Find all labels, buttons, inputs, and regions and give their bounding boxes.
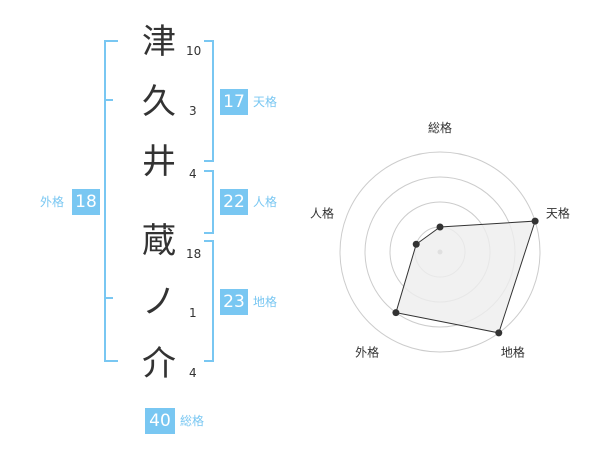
radar-point-3 [495, 329, 503, 337]
radar-point-4 [392, 309, 400, 317]
radar-axis-label-2: 天格 [546, 206, 570, 221]
name-char-3: 井 [142, 142, 176, 182]
stroke-count-6: 4 [189, 366, 197, 380]
stroke-count-5: 1 [189, 306, 197, 320]
tenkaku-bracket [204, 40, 214, 162]
radar-axis-label-4: 外格 [355, 344, 379, 359]
chikaku-bracket [204, 240, 214, 362]
tenkaku-value: 17 [220, 89, 248, 115]
jinkaku-label: 人格 [253, 195, 278, 209]
stroke-count-4: 18 [186, 247, 202, 261]
stroke-count-3: 4 [189, 167, 197, 181]
radar-axis-label-3: 地格 [501, 344, 525, 359]
jinkaku-bracket [204, 170, 214, 234]
chikaku-label: 地格 [253, 295, 278, 309]
gaikaku-bracket-tick-2 [104, 297, 113, 299]
chikaku-value: 23 [220, 289, 248, 315]
name-char-5: ノ [142, 282, 176, 322]
soukaku-value: 40 [145, 408, 175, 434]
gaikaku-label: 外格 [40, 195, 65, 209]
name-char-4: 蔵 [142, 221, 176, 261]
jinkaku-value: 22 [220, 189, 248, 215]
gaikaku-bracket [104, 40, 118, 362]
radar-ring-4 [339, 151, 541, 353]
stroke-count-2: 3 [189, 104, 197, 118]
radar-area [395, 220, 536, 334]
radar-point-5 [412, 240, 420, 248]
name-char-6: 介 [142, 344, 176, 384]
name-char-2: 久 [142, 82, 176, 122]
radar-point-1 [436, 223, 444, 231]
gaikaku-value: 18 [72, 189, 100, 215]
name-char-1: 津 [142, 22, 176, 62]
radar-point-2 [531, 217, 539, 225]
soukaku-label: 総格 [180, 414, 205, 428]
gaikaku-bracket-tick-1 [104, 99, 113, 101]
stroke-count-1: 10 [186, 44, 202, 58]
radar-axis-label-5: 人格 [310, 206, 334, 221]
radar-axis-label-1: 総格 [428, 120, 452, 135]
tenkaku-label: 天格 [253, 95, 278, 109]
